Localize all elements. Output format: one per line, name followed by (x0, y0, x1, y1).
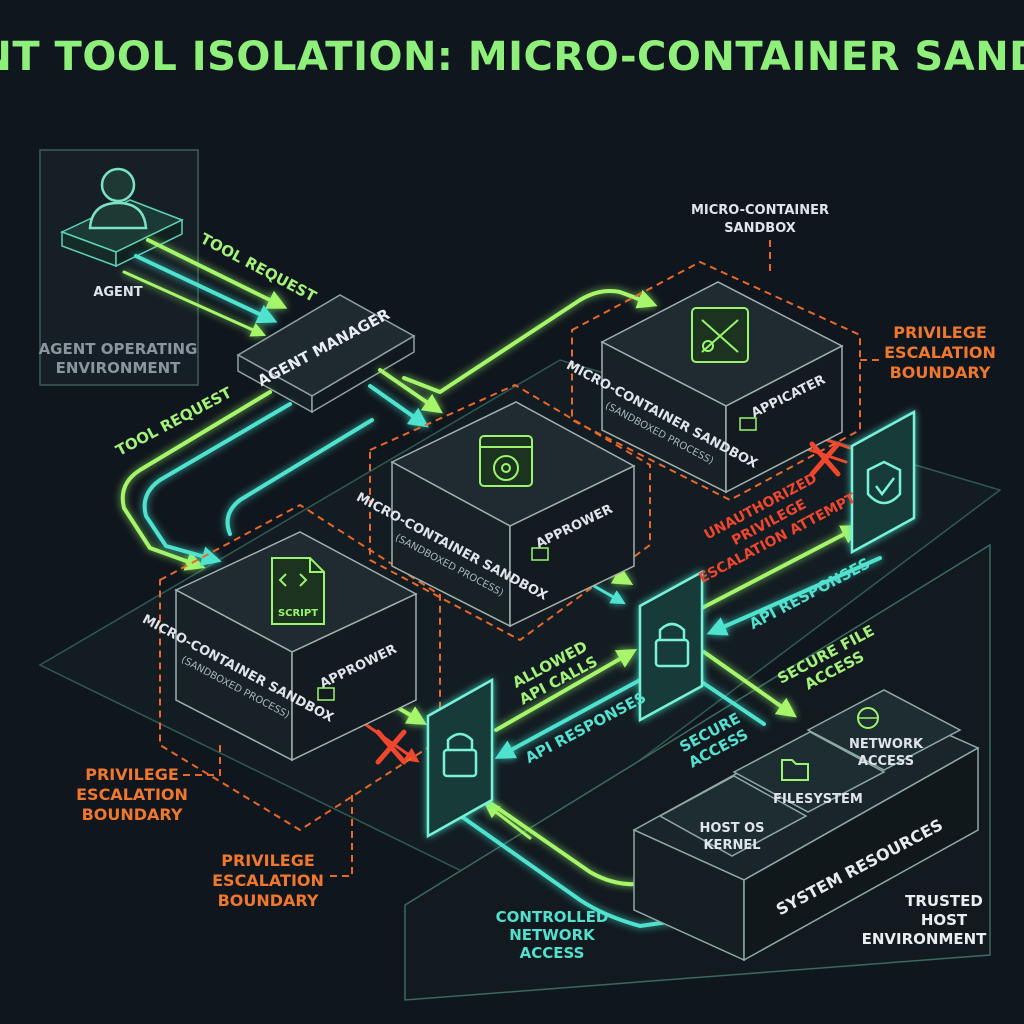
micro-container-caption-2: SANDBOX (724, 221, 796, 236)
agent-env-label-line2: ENVIRONMENT (56, 359, 182, 377)
svg-text:BOUNDARY: BOUNDARY (218, 891, 319, 910)
blocked-x-icon-left (375, 729, 407, 765)
manager-to-right-arrow (402, 289, 658, 394)
filesystem-tile (732, 731, 886, 813)
kernel-label-2: KERNEL (703, 838, 760, 853)
boundary-leader-left (180, 745, 221, 776)
manager-to-middle-arrow-2 (368, 384, 429, 428)
svg-text:NETWORK: NETWORK (509, 926, 596, 944)
tool-request-arrow (146, 238, 288, 309)
script-file-icon (271, 557, 325, 625)
network-label-1: NETWORK (849, 737, 924, 752)
svg-text:PRIVILEGE: PRIVILEGE (221, 851, 315, 870)
svg-text:CONTROLLED: CONTROLLED (496, 908, 609, 926)
agent-request-arrow-3 (122, 270, 267, 337)
left-lock-icon (442, 748, 478, 778)
svg-text:ACCESS: ACCESS (520, 944, 585, 962)
checkmark-icon (875, 477, 895, 497)
boundary-label-bottom: PRIVILEGE ESCALATION BOUNDARY (212, 851, 324, 910)
svg-text:BOUNDARY: BOUNDARY (82, 805, 183, 824)
left-terminal-icon (317, 687, 335, 701)
agent-label: AGENT (93, 285, 142, 300)
boundary-label-right: PRIVILEGE ESCALATION BOUNDARY (884, 323, 996, 382)
controlled-network-arrow-2 (456, 812, 716, 928)
left-gate-panel (426, 677, 494, 839)
svg-text:TRUSTED: TRUSTED (905, 892, 983, 910)
secure-file-access-arrow (702, 650, 797, 718)
svg-text:PRIVILEGE: PRIVILEGE (893, 323, 987, 342)
manager-to-left-arrow (120, 390, 272, 571)
middle-lock-icon (654, 638, 690, 668)
allowed-api-calls-arrow (494, 649, 638, 732)
agent-manager-block (236, 294, 416, 414)
kernel-label-1: HOST OS (699, 821, 764, 836)
agent-request-arrow-2 (134, 254, 278, 324)
right-terminal-icon (739, 417, 757, 431)
middle-gate-panel (638, 569, 704, 723)
trusted-host-label: TRUSTED HOST ENVIRONMENT (862, 892, 988, 948)
svg-text:ESCALATION: ESCALATION (212, 871, 324, 890)
blocked-x-icon-right (809, 441, 841, 477)
folder-icon (781, 759, 809, 781)
boundary-leader-bottom (330, 795, 353, 877)
manager-to-middle-arrow-1 (378, 368, 443, 414)
svg-text:ENVIRONMENT: ENVIRONMENT (862, 930, 988, 948)
svg-text:BOUNDARY: BOUNDARY (890, 363, 991, 382)
network-label-2: ACCESS (858, 754, 914, 769)
script-icon-label: SCRIPT (278, 608, 318, 619)
api-responses-arrow-right (706, 556, 882, 636)
manager-to-left-arrow-2 (142, 402, 292, 566)
right-gate-panel (850, 409, 916, 555)
right-privilege-boundary (571, 260, 861, 502)
tools-icon (691, 307, 749, 363)
gate-to-right-gate-arrow (700, 525, 862, 610)
middle-privilege-boundary (369, 383, 651, 642)
micro-container-caption-1: MICRO-CONTAINER (691, 203, 829, 218)
browser-icon (479, 435, 533, 487)
filesystem-label: FILESYSTEM (773, 792, 863, 807)
boundary-label-left: PRIVILEGE ESCALATION BOUNDARY (76, 765, 188, 824)
user-icon (88, 167, 148, 230)
controlled-network-label: CONTROLLED NETWORK ACCESS (496, 908, 609, 962)
svg-text:HOST: HOST (921, 911, 968, 929)
api-responses-arrow-left (494, 678, 642, 759)
diagram-title: AGENT TOOL ISOLATION: MICRO-CONTAINER SA… (0, 34, 1024, 80)
kernel-tile (658, 775, 808, 857)
loop-return-arrow (225, 418, 374, 536)
svg-text:ESCALATION: ESCALATION (884, 343, 996, 362)
shield-icon (866, 460, 902, 505)
middle-terminal-icon (531, 547, 549, 561)
svg-text:PRIVILEGE: PRIVILEGE (85, 765, 179, 784)
controlled-network-return (484, 803, 532, 840)
agent-env-label-line1: AGENT OPERATING (39, 340, 198, 358)
svg-text:ESCALATION: ESCALATION (76, 785, 188, 804)
network-access-tile (806, 689, 962, 771)
